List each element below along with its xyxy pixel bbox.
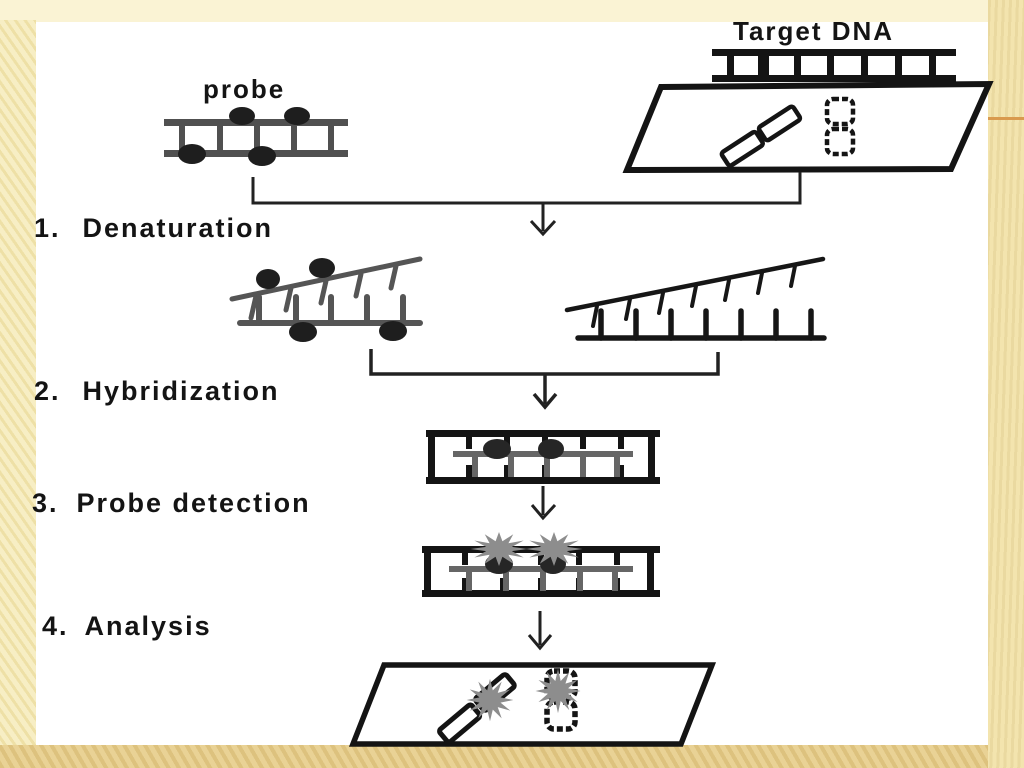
step-number: 4. <box>42 611 69 641</box>
slide-margin-bottom <box>0 745 988 768</box>
accent-line <box>988 117 1024 120</box>
step-number: 2. <box>34 376 61 406</box>
step-2-hybridization: 2. Hybridization <box>34 376 280 407</box>
step-label: Hybridization <box>82 376 280 406</box>
slide-margin-left <box>0 20 36 768</box>
step-label: Probe detection <box>76 488 311 518</box>
step-4-analysis: 4. Analysis <box>42 611 212 642</box>
step-1-denaturation: 1. Denaturation <box>34 213 273 244</box>
step-number: 1. <box>34 213 61 243</box>
step-label: Denaturation <box>82 213 274 243</box>
target-dna-label: Target DNA <box>733 16 895 46</box>
slide-margin-right <box>988 0 1024 768</box>
step-number: 3. <box>32 488 59 518</box>
probe-label: probe <box>203 74 286 104</box>
step-3-probe-detection: 3. Probe detection <box>32 488 311 519</box>
step-label: Analysis <box>84 611 212 641</box>
